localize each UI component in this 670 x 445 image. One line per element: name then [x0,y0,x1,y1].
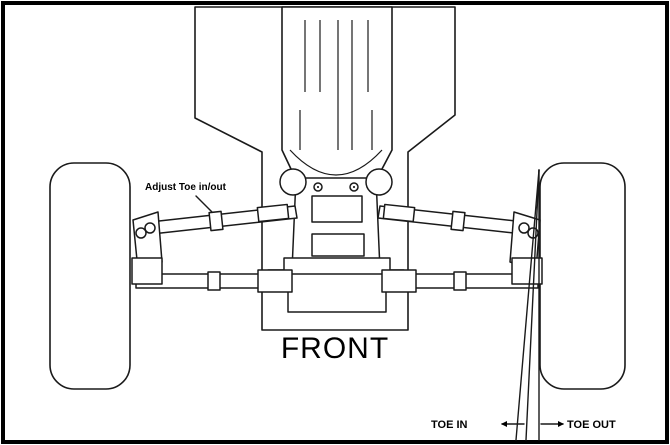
toe-out-label: TOE OUT [567,419,616,431]
left-lower-arm-joint [207,271,221,291]
left-link-end-inner [256,203,290,223]
bulkhead-knob-right [365,168,393,196]
right-link-turnbuckle [450,210,466,232]
adjust-toe-leader [195,195,213,213]
toe-in-label: TOE IN [431,419,468,431]
right-lower-arm-end [381,269,417,293]
wheel-right [539,162,626,390]
adjust-toe-label: Adjust Toe in/out [145,182,227,193]
right-link-end-inner [382,203,416,223]
chassis-spine-ridge [289,110,383,176]
bulkhead-lower-block [311,233,365,257]
bulkhead-knob-left [279,168,307,196]
left-lower-arm-hub [131,257,163,285]
right-lower-arm-hub [511,257,543,285]
right-knuckle-pivot-top [518,222,530,234]
chassis-spine-grooves [304,20,369,150]
right-lower-arm-joint [453,271,467,291]
lower-mount-bar [283,257,391,275]
bulkhead-center-block [311,195,363,223]
wheel-left [49,162,131,390]
left-lower-arm-end [257,269,293,293]
left-link-turnbuckle [208,210,224,232]
chassis-spine [281,6,393,189]
left-knuckle-pivot-top [135,227,147,239]
front-label: FRONT [281,332,389,365]
toe-reference-lines [515,169,540,441]
left-knuckle-pivot-mid [144,222,156,234]
